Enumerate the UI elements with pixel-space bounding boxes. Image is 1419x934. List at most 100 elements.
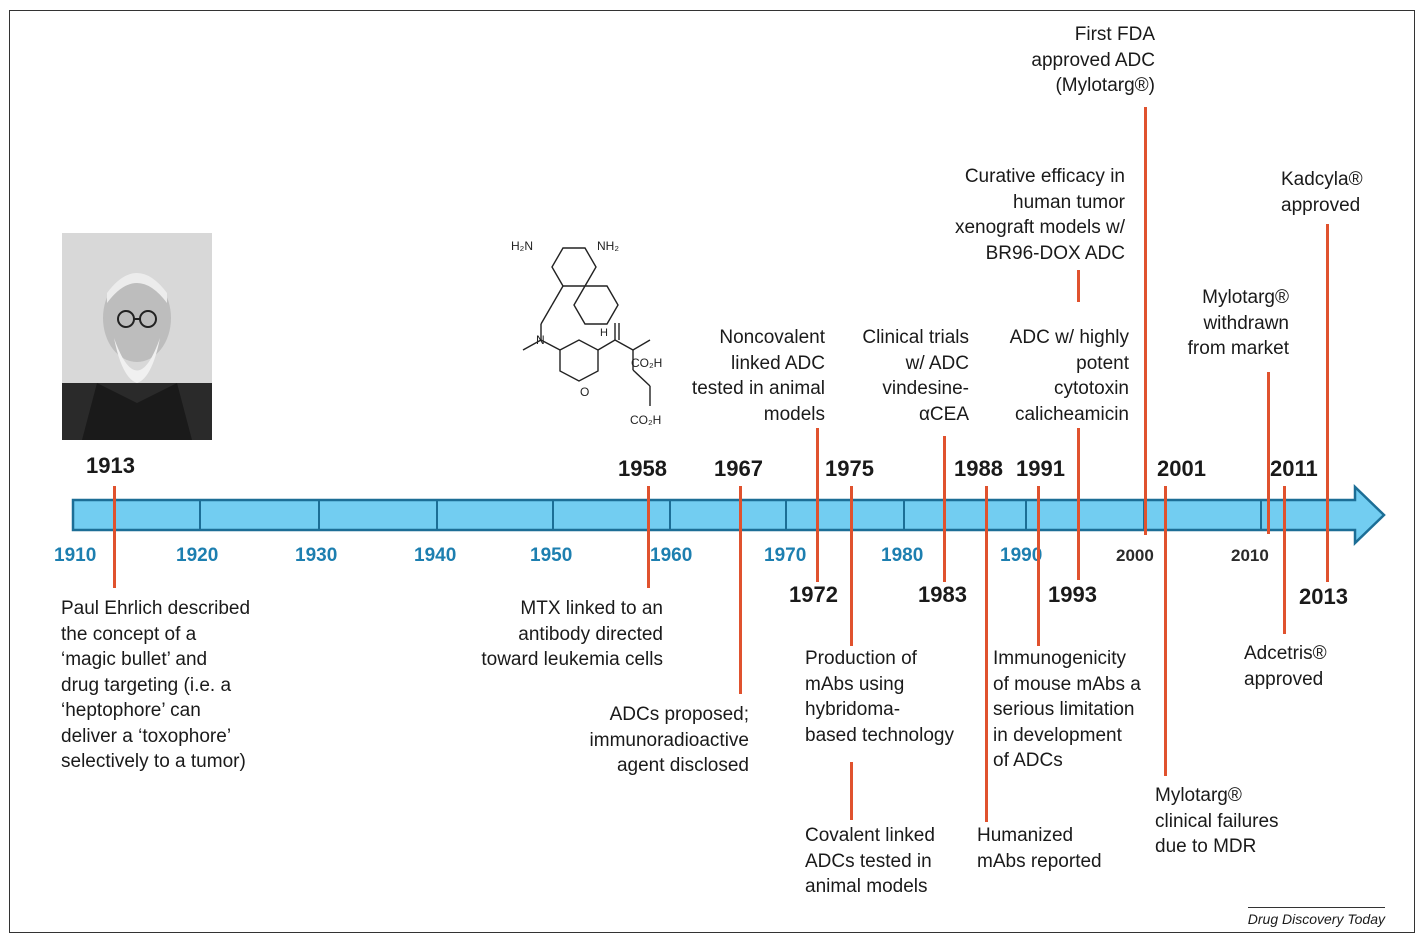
text-line: MTX linked to an [520, 598, 663, 619]
portrait-photo [62, 233, 212, 440]
text-line: human tumor [1013, 191, 1125, 213]
connector-2001 [1164, 486, 1167, 776]
label-nh: H [600, 327, 608, 339]
text-line: αCEA [918, 403, 969, 425]
event-1983-description: Clinical trials w/ ADC vindesine- αCEA [862, 325, 969, 427]
text-line: approved ADC [1031, 49, 1155, 71]
text-line: toward leukemia cells [481, 649, 663, 670]
text-line: withdrawn [1203, 312, 1289, 334]
label-h2n-left: H₂N [511, 239, 533, 253]
text-line: Production of [805, 648, 917, 669]
text-line: serious limitation [993, 699, 1135, 720]
connector-2011 [1283, 486, 1286, 634]
event-1993-xenograft-description: Curative efficacy in human tumor xenogra… [955, 164, 1125, 266]
decade-label: 2010 [1231, 546, 1269, 565]
text-line: calicheamicin [1014, 403, 1129, 425]
text-line: (Mylotarg®) [1055, 75, 1155, 96]
year-1991: 1991 [1016, 456, 1065, 481]
event-1991-description: Immunogenicity of mouse mAbs a serious l… [993, 646, 1141, 774]
text-line: agent disclosed [616, 755, 749, 776]
event-2010-description: Mylotarg® withdrawn from market [1188, 285, 1289, 362]
text-line: ADCs proposed; [609, 704, 749, 725]
text-line: Immunogenicity [993, 648, 1127, 669]
decade-label: 1970 [764, 545, 807, 566]
timeline-arrow [71, 484, 1386, 546]
event-1958-description: MTX linked to an antibody directed towar… [481, 596, 663, 673]
text-line: the concept of a [61, 623, 197, 645]
decade-label: 1930 [295, 545, 338, 566]
text-line: Curative efficacy in [964, 166, 1125, 187]
text-line: animal models [805, 876, 928, 897]
text-line: w/ ADC [905, 352, 969, 374]
text-line: vindesine- [882, 378, 969, 399]
connector-1975 [850, 486, 853, 646]
decade-label: 1960 [650, 545, 693, 566]
text-line: based technology [805, 724, 954, 746]
event-1972-description: Noncovalent linked ADC tested in animal … [692, 325, 825, 427]
connector-2013 [1326, 224, 1329, 582]
year-2013: 2013 [1299, 584, 1348, 609]
event-2011-description: Adcetris® approved [1244, 641, 1327, 692]
methotrexate-structure: H₂N NH₂ N H CO₂H CO₂H O [511, 239, 662, 427]
text-line: deliver a ‘toxophore’ [61, 725, 232, 747]
decade-label: 2000 [1116, 546, 1154, 565]
text-line: of ADCs [993, 750, 1063, 771]
text-line: ADC w/ highly [1009, 327, 1129, 348]
text-line: hybridoma- [805, 699, 901, 720]
source-credit: Drug Discovery Today [1247, 907, 1385, 927]
text-line: immunoradioactive [589, 729, 749, 751]
text-line: antibody directed [518, 623, 663, 645]
event-2001-description: Mylotarg® clinical failures due to MDR [1155, 783, 1279, 860]
connector-1967 [739, 486, 742, 694]
connector-2010 [1267, 372, 1270, 534]
connector-1983 [943, 436, 946, 582]
figure-frame [9, 10, 1415, 933]
decade-label: 1910 [54, 545, 97, 566]
text-line: Clinical trials [862, 327, 969, 348]
event-1988-description: Humanized mAbs reported [977, 823, 1102, 874]
text-line: Mylotarg® [1155, 785, 1242, 806]
text-line: in development [993, 724, 1122, 746]
year-2011: 2011 [1270, 456, 1318, 481]
decade-label: 1920 [176, 545, 219, 566]
text-line: xenograft models w/ [954, 217, 1125, 238]
text-line: from market [1187, 338, 1289, 359]
year-1958: 1958 [618, 456, 667, 481]
year-1988: 1988 [954, 456, 1003, 481]
year-1967: 1967 [714, 456, 763, 481]
text-line: ‘heptophore’ can [61, 700, 201, 721]
event-2000-description: First FDA approved ADC (Mylotarg®) [1031, 22, 1155, 99]
text-line: Kadcyla® [1281, 169, 1363, 190]
connector-1993 [1077, 428, 1080, 580]
text-line: Noncovalent [719, 327, 825, 348]
year-1983: 1983 [918, 582, 967, 607]
text-line: clinical failures [1155, 810, 1279, 832]
portrait-illustration [62, 233, 212, 440]
text-line: drug targeting (i.e. a [61, 674, 232, 696]
event-2013-description: Kadcyla® approved [1281, 167, 1363, 218]
text-line: Humanized [977, 825, 1074, 846]
text-line: of mouse mAbs a [993, 673, 1141, 695]
text-line: linked ADC [731, 352, 825, 374]
connector-1991 [1037, 486, 1040, 646]
text-line: potent [1076, 352, 1129, 374]
text-line: approved [1281, 194, 1361, 216]
year-1993: 1993 [1048, 582, 1097, 607]
event-1993-description: ADC w/ highly potent cytotoxin calicheam… [1010, 325, 1129, 427]
connector-1958 [647, 486, 650, 588]
text-line: ADCs tested in [805, 850, 932, 872]
text-line: mAbs using [805, 673, 905, 695]
text-line: Covalent linked [805, 825, 935, 846]
year-1913: 1913 [86, 453, 135, 478]
event-1975-covalent-description: Covalent linked ADCs tested in animal mo… [805, 823, 935, 900]
label-n: N [536, 333, 545, 347]
text-line: approved [1244, 668, 1324, 690]
text-line: BR96-DOX ADC [985, 242, 1125, 264]
label-co2h-top: CO₂H [631, 356, 662, 370]
connector-1975-lower [850, 762, 853, 820]
label-nh2-right: NH₂ [597, 239, 619, 253]
decade-label: 1990 [1000, 545, 1043, 566]
text-line: First FDA [1074, 24, 1155, 45]
connector-2000 [1144, 107, 1147, 535]
year-1972: 1972 [789, 582, 838, 607]
